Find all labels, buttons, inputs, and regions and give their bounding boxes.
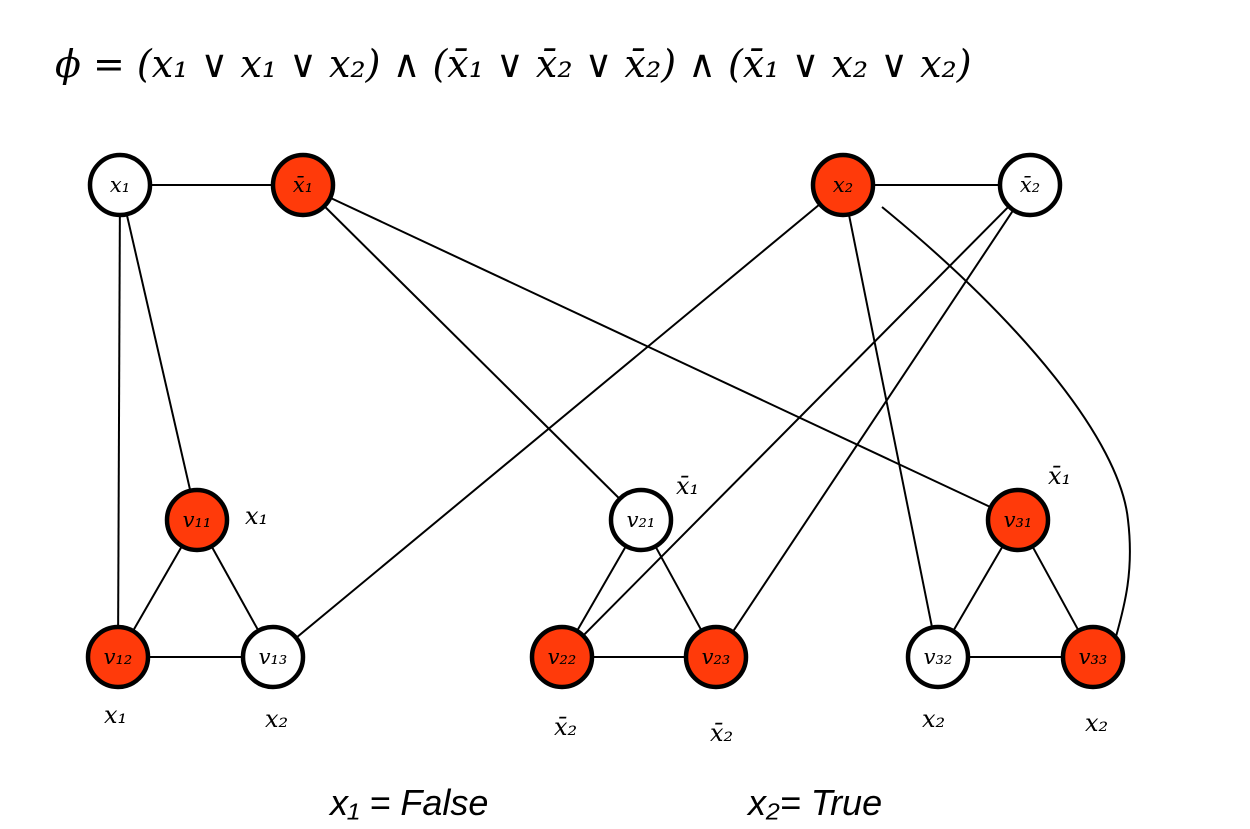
edge-nx1-v21 [323, 205, 621, 500]
assignment-x2: x₂= True [746, 782, 882, 823]
node-x1: x₁ [87, 152, 153, 218]
node-nx2: x̄₂ [997, 152, 1063, 218]
node-circle-v11 [164, 487, 230, 553]
node-label-v33: v₃₃ [1079, 645, 1108, 669]
node-v22: v₂₂ [529, 624, 595, 690]
node-v32: v₃₂ [905, 624, 971, 690]
edge-v11-v12 [132, 545, 183, 632]
node-v33: v₃₃ [1060, 624, 1126, 690]
node-nx1: x̄₁ [270, 152, 336, 218]
edge-nx2-v22 [582, 205, 1010, 637]
edge-v31-v33 [1031, 545, 1080, 632]
edge-x1-v12 [117, 214, 121, 628]
literal-label-v22: x̄₂ [554, 713, 577, 741]
node-circle-x2 [810, 152, 876, 218]
node-label-v12: v₁₂ [104, 645, 133, 669]
node-circle-v23 [683, 624, 749, 690]
edge-v21-v23 [654, 545, 703, 632]
formula: ϕ = (x₁ ∨ x₁ ∨ x₂) ∧ (x̄₁ ∨ x̄₂ ∨ x̄₂) ∧… [55, 42, 972, 86]
node-v23: v₂₃ [683, 624, 749, 690]
node-label-v32: v₃₂ [924, 645, 953, 669]
literal-label-v23: x̄₂ [710, 719, 733, 747]
literal-labels: x₁ x₁ x₂ x̄₁ x̄₂ x̄₂ x̄₁ x₂ x₂ [104, 462, 1108, 747]
node-label-nx2: x̄₂ [1020, 173, 1040, 197]
node-label-v13: v₁₃ [259, 645, 288, 669]
edge-x1-v11 [125, 214, 192, 491]
node-v12: v₁₂ [85, 624, 151, 690]
edge-v21-v22 [576, 545, 627, 632]
node-circle-v22 [529, 624, 595, 690]
edge-x2-v13 [295, 203, 821, 639]
node-label-v11: v₁₁ [183, 508, 212, 532]
literal-label-v32: x₂ [922, 705, 945, 733]
edge-v31-v32 [952, 545, 1004, 632]
node-circle-v33 [1060, 624, 1126, 690]
literal-label-v21: x̄₁ [676, 472, 699, 500]
literal-label-v31: x̄₁ [1048, 462, 1071, 490]
node-v11: v₁₁ [164, 487, 230, 553]
edges [117, 184, 1131, 658]
literal-label-v13: x₂ [265, 705, 288, 733]
node-label-x2: x₂ [833, 173, 853, 197]
node-circle-v21 [608, 487, 674, 553]
node-circle-v12 [85, 624, 151, 690]
edge-v11-v13 [210, 545, 260, 632]
literal-label-v12: x₁ [104, 701, 127, 729]
edge-nx2-v23 [731, 209, 1015, 633]
nodes: x₁ x̄₁ x₂ x̄₂ v₁₁ v₁₂ v₁₃ v₂₁ v₂₂ v₂₃ v₃₁ v₃₂ v₃₃ [85, 152, 1126, 690]
node-circle-nx2 [997, 152, 1063, 218]
literal-label-v33: x₂ [1085, 709, 1108, 737]
node-circle-v13 [240, 624, 306, 690]
node-label-x1: x₁ [110, 173, 130, 197]
literal-label-v11: x₁ [245, 502, 268, 530]
node-v21: v₂₁ [608, 487, 674, 553]
node-label-v21: v₂₁ [627, 508, 656, 532]
edge-x2-v33 [881, 206, 1131, 641]
node-label-v23: v₂₃ [702, 645, 731, 669]
edge-x2-v32 [847, 214, 934, 628]
node-circle-x1 [87, 152, 153, 218]
node-circle-v31 [985, 487, 1051, 553]
edge-nx1-v31 [329, 196, 992, 509]
node-label-v22: v₂₂ [548, 645, 577, 669]
node-v13: v₁₃ [240, 624, 306, 690]
node-label-nx1: x̄₁ [293, 173, 313, 197]
node-circle-nx1 [270, 152, 336, 218]
assignment-x1: x₁ = False [328, 782, 488, 823]
node-v31: v₃₁ [985, 487, 1051, 553]
node-circle-v32 [905, 624, 971, 690]
node-x2: x₂ [810, 152, 876, 218]
node-label-v31: v₃₁ [1004, 508, 1033, 532]
